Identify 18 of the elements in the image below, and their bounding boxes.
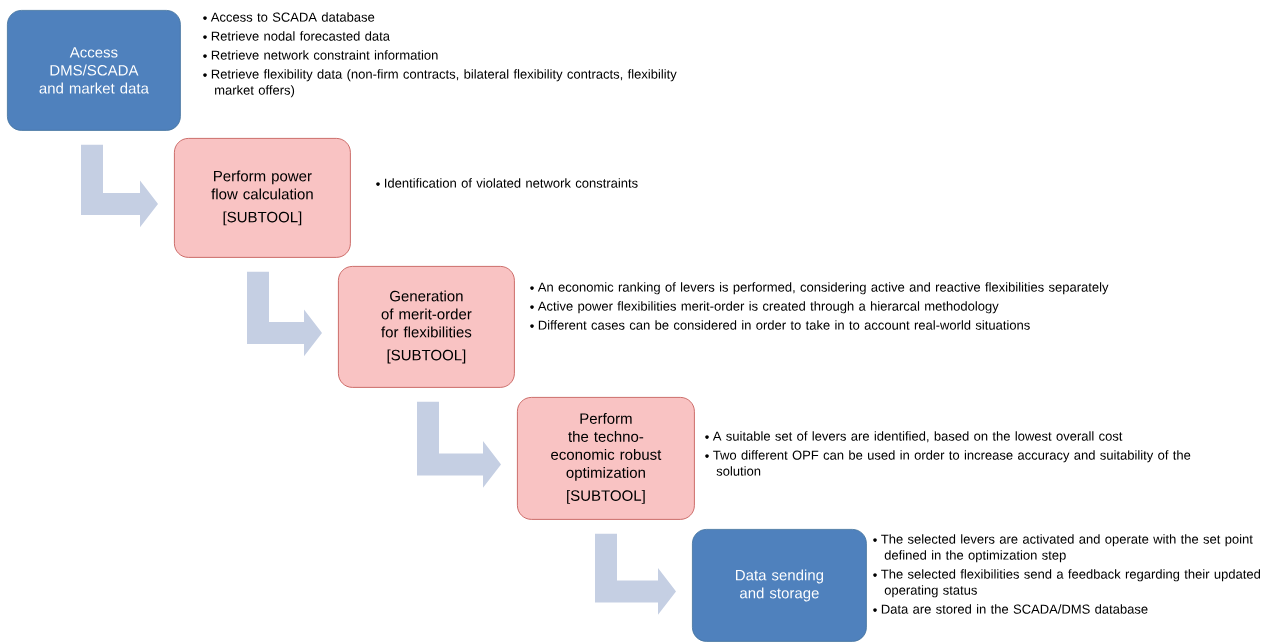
process-box: Data sending and storage <box>692 529 867 642</box>
bullet-item: Retrieve nodal forecasted data <box>203 31 390 41</box>
bullet-item: The selected levers are activated and operate with the set point defined in the optimization step <box>873 534 1253 563</box>
bullet-item: Retrieve network constraint information <box>203 50 438 60</box>
bullet-item: Identification of violated network constraints <box>376 178 638 188</box>
bullet-item: The selected flexibilities send a feedback regarding their updated operating status <box>873 569 1260 598</box>
bullet-item: Access to SCADA database <box>203 12 375 22</box>
process-box: Access DMS/SCADA and market data <box>7 10 181 131</box>
bullet-item: Different cases can be considered in order to take in to account real-world situations <box>530 320 1030 330</box>
subtool-box: Perform power flow calculation [SUBTOOL] <box>174 138 351 258</box>
subtool-box: Perform the techno-economic robust optimization [SUBTOOL] <box>517 397 695 520</box>
bullet-item: A suitable set of levers are identified, based on the lowest overall cost <box>705 431 1123 443</box>
bullet-item: Active power flexibilities merit-order is created through a hierarcal methodology <box>530 301 999 314</box>
bullet-item: Data are stored in the SCADA/DMS database <box>873 604 1148 614</box>
bullet-item: An economic ranking of levers is performed, considering active and reactive flexibilities separately <box>530 282 1109 295</box>
bullet-item: Two different OPF can be used in order to increase accuracy and suitability of the solution <box>705 450 1191 476</box>
subtool-box: Generation of merit-order for flexibilities [SUBTOOL] <box>338 266 515 388</box>
bullet-item: Retrieve flexibility data (non-firm contracts, bilateral flexibility contracts, flexibility market offers) <box>203 69 677 98</box>
